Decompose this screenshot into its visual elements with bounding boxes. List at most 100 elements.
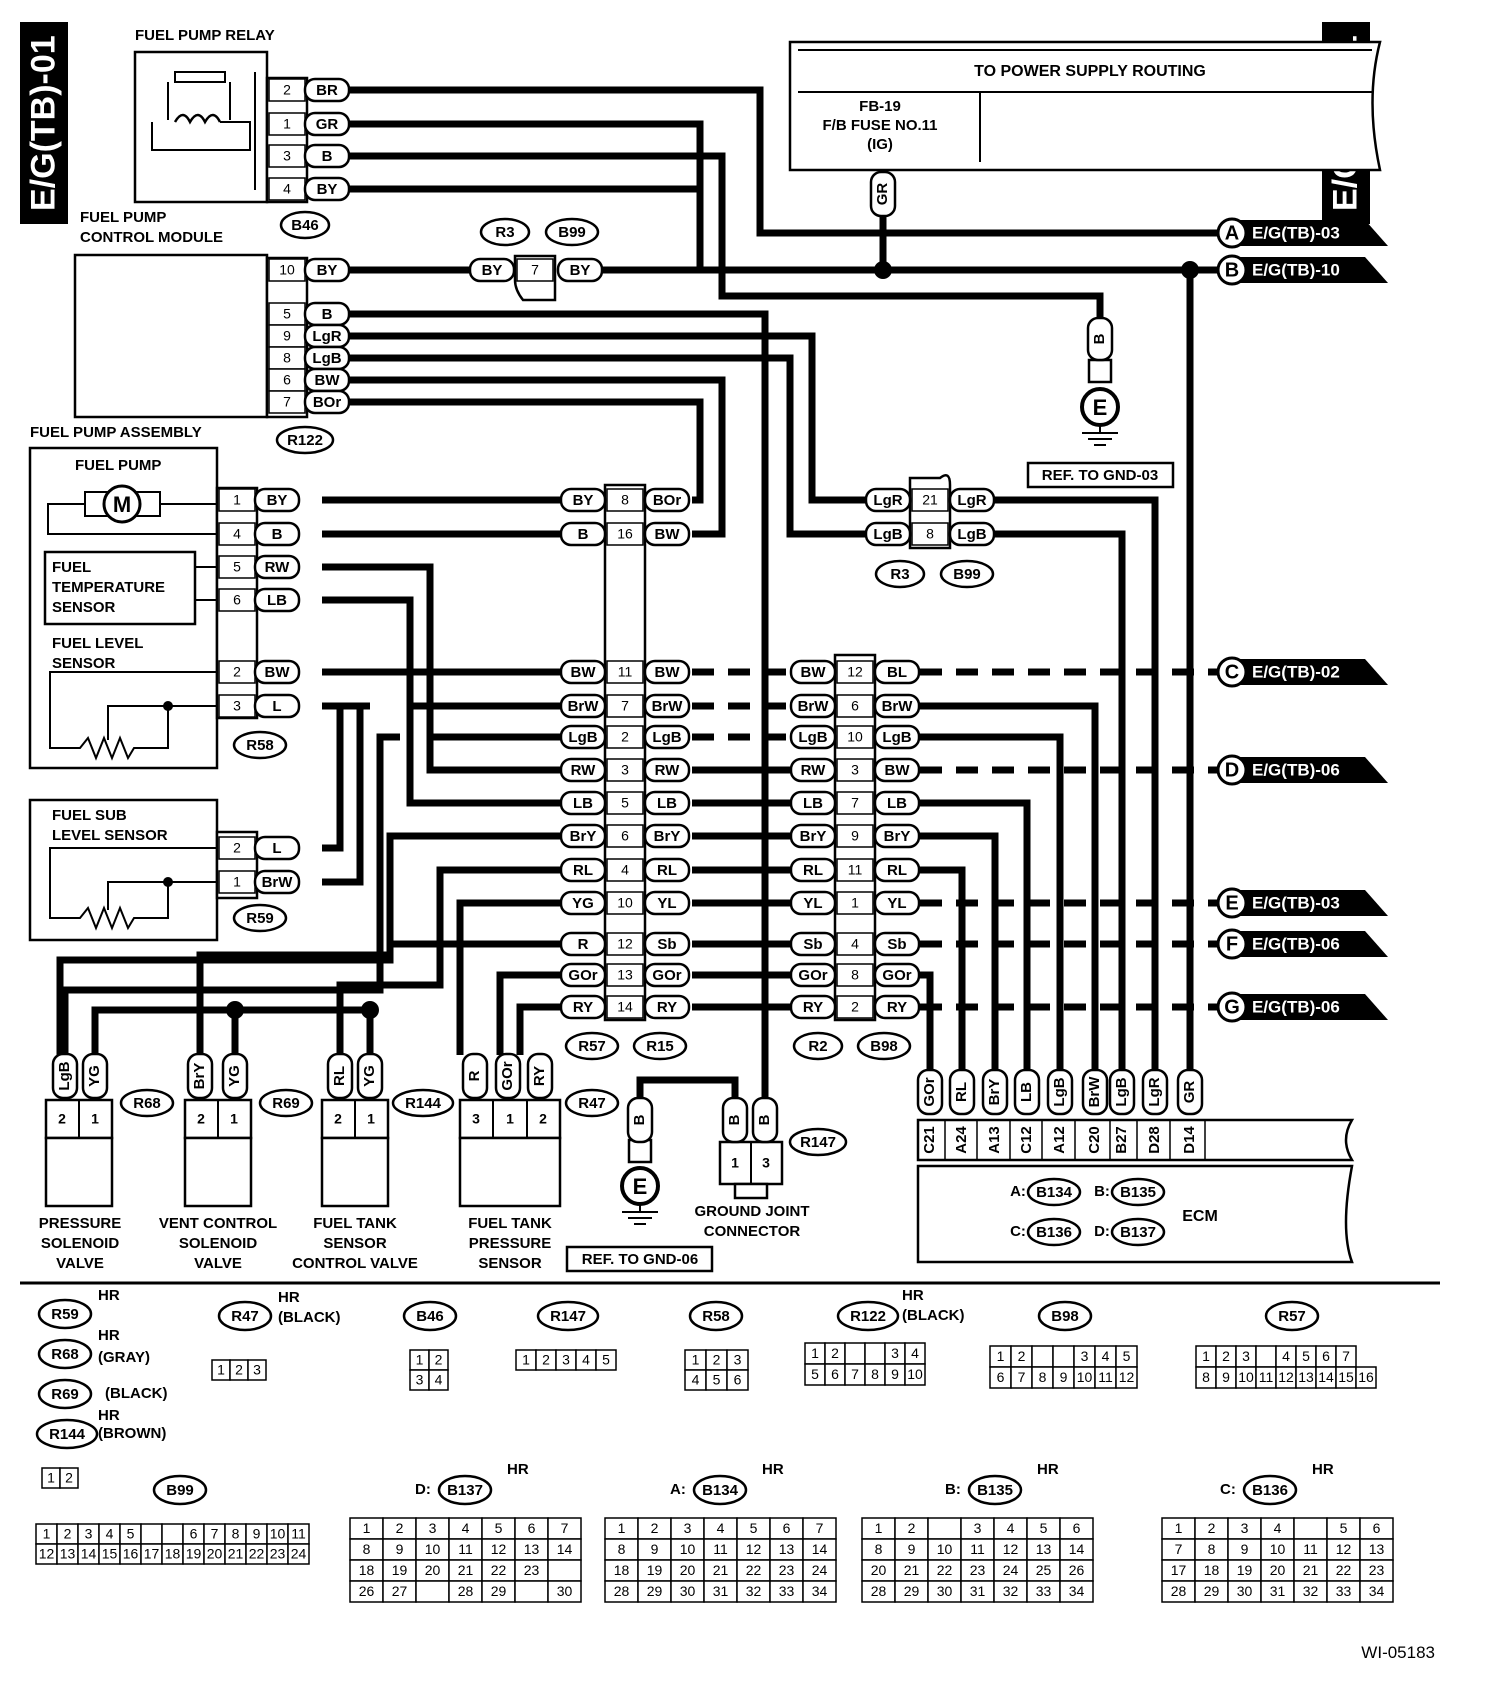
legend-pin: 10	[266, 1523, 289, 1545]
r57-r15-connector	[603, 483, 647, 1022]
pin-cell: 1	[836, 891, 874, 915]
svg-text:3: 3	[472, 1111, 480, 1127]
legend-pin: 10	[904, 1363, 926, 1386]
pin-cell: 2	[218, 660, 256, 684]
legend-pin: 3	[1073, 1345, 1096, 1368]
legend-pin	[864, 1342, 886, 1365]
svg-text:15: 15	[102, 1546, 118, 1562]
legend-pin: 9	[245, 1523, 268, 1545]
legend-pin: 9	[1052, 1366, 1075, 1389]
svg-text:BW: BW	[265, 664, 291, 681]
wire-color-label: BW	[873, 757, 921, 783]
legend-pin: 29	[637, 1580, 672, 1603]
legend-pin: 21	[448, 1559, 483, 1582]
legend-pin: 12	[35, 1543, 58, 1565]
svg-text:LgR: LgR	[957, 492, 986, 509]
wire-color-label: LgB	[873, 724, 921, 750]
svg-text:4: 4	[1274, 1520, 1282, 1536]
svg-text:21: 21	[713, 1562, 729, 1578]
svg-text:R58: R58	[702, 1308, 730, 1325]
svg-text:GOr: GOr	[921, 1077, 938, 1106]
pin-cell: 1	[218, 488, 256, 512]
svg-text:BrW: BrW	[882, 698, 914, 715]
svg-text:Sb: Sb	[803, 936, 822, 953]
svg-text:18: 18	[614, 1562, 630, 1578]
legend-pin	[547, 1559, 582, 1582]
legend-pin: 4	[684, 1369, 707, 1391]
pin-cell: 2	[218, 836, 256, 860]
legend-text: A:	[670, 1481, 686, 1498]
r122-connector-id: R122	[275, 425, 335, 455]
svg-text:R59: R59	[246, 910, 274, 927]
svg-text:4: 4	[621, 862, 629, 878]
legend-pin: 4	[993, 1517, 1028, 1540]
svg-text:YG: YG	[572, 895, 594, 912]
wire-color-label: RY	[873, 994, 921, 1020]
svg-text:1: 1	[363, 1520, 371, 1536]
svg-text:5: 5	[495, 1520, 503, 1536]
legend-pin: 29	[481, 1580, 516, 1603]
svg-text:3: 3	[891, 1345, 899, 1361]
wire-color-label: BY	[468, 257, 516, 283]
legend-pin	[415, 1580, 450, 1603]
wire-color-label-vertical: YG	[81, 1052, 109, 1100]
svg-text:14: 14	[557, 1541, 573, 1557]
svg-text:4: 4	[283, 181, 291, 197]
r3-connector-id-top: R3	[479, 217, 531, 247]
svg-text:LB: LB	[887, 795, 907, 812]
legend-pin: 6	[726, 1369, 749, 1391]
legend-pin: 14	[1315, 1366, 1337, 1389]
wire-color-label: L	[253, 693, 301, 719]
wire-color-label: GOr	[559, 962, 607, 988]
svg-text:16: 16	[1358, 1369, 1374, 1385]
svg-text:GOr: GOr	[499, 1061, 516, 1090]
svg-text:LgB: LgB	[568, 729, 597, 746]
legend-text: (GRAY)	[98, 1349, 150, 1366]
svg-text:5: 5	[750, 1520, 758, 1536]
legend-pin: 4	[98, 1523, 121, 1545]
svg-text:B134: B134	[1036, 1184, 1073, 1201]
legend-pin: 31	[960, 1580, 995, 1603]
legend-pin: 3	[670, 1517, 705, 1540]
legend-pin: 11	[448, 1538, 483, 1561]
svg-text:12: 12	[39, 1546, 55, 1562]
r68-connector-id: R68	[119, 1088, 175, 1118]
svg-text:CONTROL VALVE: CONTROL VALVE	[292, 1255, 418, 1272]
svg-text:BW: BW	[655, 526, 681, 543]
svg-text:BW: BW	[571, 664, 597, 681]
pin-cell: 10	[836, 725, 874, 749]
r69-connector-id: R69	[258, 1088, 314, 1118]
svg-text:24: 24	[812, 1562, 828, 1578]
wire-color-label: RW	[253, 554, 301, 580]
legend-pin: 33	[769, 1580, 804, 1603]
legend-pin: 23	[266, 1543, 289, 1565]
svg-text:2: 2	[621, 729, 629, 745]
svg-text:6: 6	[851, 698, 859, 714]
svg-text:BrY: BrY	[654, 828, 681, 845]
legend-pin: 2	[637, 1517, 672, 1540]
svg-text:LgB: LgB	[873, 526, 902, 543]
legend-pin: 10	[1073, 1366, 1096, 1389]
legend-pin: 13	[1295, 1366, 1317, 1389]
svg-text:7: 7	[1342, 1348, 1350, 1364]
wire-color-label: BY	[556, 257, 604, 283]
pin-cell: 2	[268, 78, 306, 102]
svg-text:3: 3	[621, 762, 629, 778]
svg-text:LgR: LgR	[873, 492, 902, 509]
wire-color-label: LgB	[864, 521, 912, 547]
legend-id-r122: R122	[836, 1300, 900, 1332]
svg-text:29: 29	[647, 1583, 663, 1599]
svg-text:5: 5	[713, 1372, 721, 1388]
svg-text:BrY: BrY	[191, 1063, 208, 1090]
legend-pin: 12	[1326, 1538, 1361, 1561]
wire-color-label: BY	[303, 176, 351, 202]
wire-color-label: BOr	[643, 487, 691, 513]
svg-text:YL: YL	[887, 895, 906, 912]
svg-text:R68: R68	[133, 1095, 161, 1112]
fuel-tank-pressure-sensor: 3 1 2 FUEL TANK PRESSURE SENSOR	[458, 1098, 562, 1272]
legend-pin: 4	[1094, 1345, 1117, 1368]
svg-text:7: 7	[531, 262, 539, 278]
svg-text:LgB: LgB	[798, 729, 827, 746]
